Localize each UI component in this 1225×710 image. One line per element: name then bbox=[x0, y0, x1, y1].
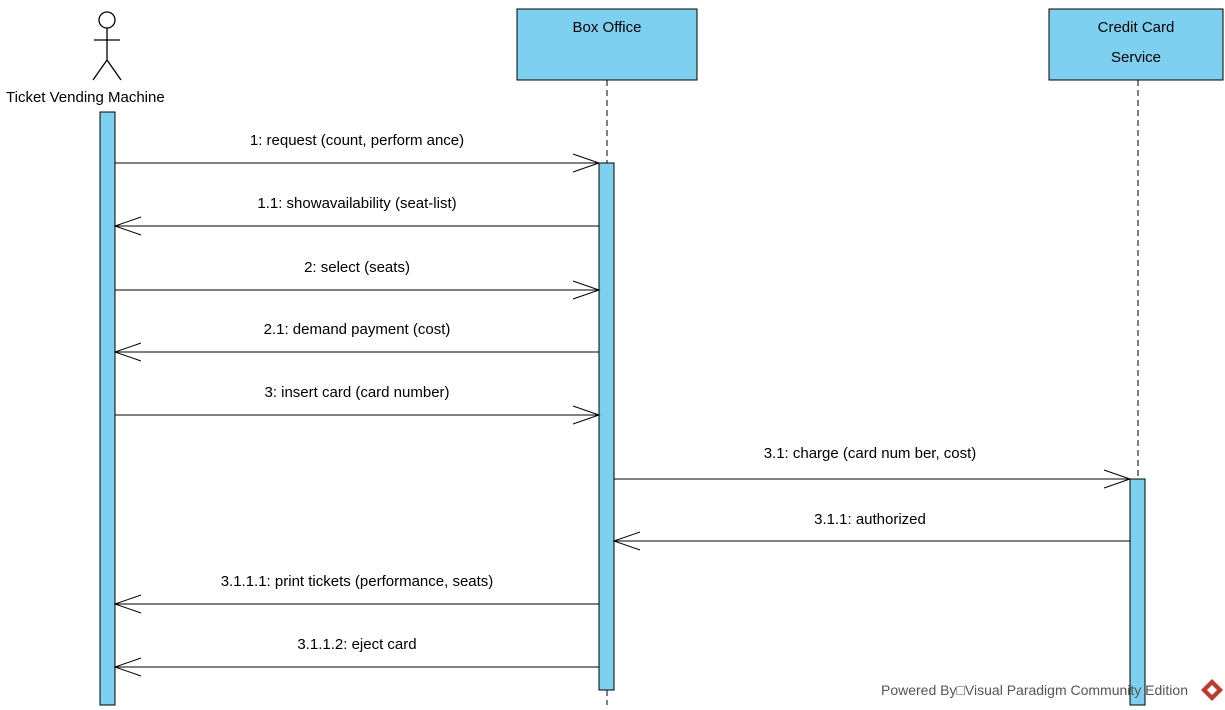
activation-bar-actor bbox=[99, 111, 116, 706]
message-3-1-1-2-eject-card[interactable]: 3.1.1.2: eject card bbox=[113, 636, 599, 677]
message-label: 3.1.1: authorized bbox=[814, 511, 926, 528]
lifeline-label-credit-card-line2: Service bbox=[1111, 49, 1161, 66]
lifeline-head-box-office bbox=[516, 8, 698, 81]
lifeline-label-box-office: Box Office bbox=[573, 19, 642, 36]
message-label: 3: insert card (card number) bbox=[264, 384, 449, 401]
lifeline-label-credit-card-line1: Credit Card bbox=[1098, 19, 1175, 36]
arrowhead-icon bbox=[612, 531, 641, 551]
message-1-request[interactable]: 1: request (count, perform ance) bbox=[115, 132, 601, 173]
message-label: 1: request (count, perform ance) bbox=[250, 132, 464, 149]
actor-label: Ticket Vending Machine bbox=[6, 89, 165, 106]
message-label: 3.1.1.1: print tickets (performance, sea… bbox=[221, 573, 494, 590]
arrowhead-icon bbox=[113, 216, 142, 236]
message-3-1-1-1-print-tickets[interactable]: 3.1.1.1: print tickets (performance, sea… bbox=[113, 573, 599, 614]
message-1-1-showavailability[interactable]: 1.1: showavailability (seat-list) bbox=[113, 195, 599, 236]
activation-bar-credit-card-service bbox=[1129, 478, 1146, 706]
message-3-1-1-authorized[interactable]: 3.1.1: authorized bbox=[612, 511, 1130, 551]
lifeline-box-office[interactable]: Box Office bbox=[516, 8, 698, 705]
message-label: 3.1: charge (card num ber, cost) bbox=[764, 445, 977, 462]
arrowhead-icon bbox=[572, 153, 601, 173]
arrowhead-icon bbox=[572, 280, 601, 300]
message-label: 2: select (seats) bbox=[304, 259, 410, 276]
message-label: 2.1: demand payment (cost) bbox=[264, 321, 451, 338]
message-label: 3.1.1.2: eject card bbox=[297, 636, 416, 653]
arrowhead-icon bbox=[113, 594, 142, 614]
actor-ticket-vending-machine[interactable]: Ticket Vending Machine bbox=[6, 11, 165, 106]
arrowhead-icon bbox=[113, 657, 142, 677]
message-3-1-charge[interactable]: 3.1: charge (card num ber, cost) bbox=[614, 445, 1132, 489]
message-2-1-demand-payment[interactable]: 2.1: demand payment (cost) bbox=[113, 321, 599, 362]
activation-bar-box-office bbox=[598, 162, 615, 691]
lifeline-credit-card-service[interactable]: Credit Card Service bbox=[1048, 8, 1224, 706]
arrowhead-icon bbox=[1103, 469, 1132, 489]
message-label: 1.1: showavailability (seat-list) bbox=[257, 195, 456, 212]
visual-paradigm-logo-icon bbox=[1201, 679, 1223, 701]
footer-powered-by-text: Powered By□Visual Paradigm Community Edi… bbox=[881, 682, 1188, 698]
arrowhead-icon bbox=[113, 342, 142, 362]
footer-watermark: Powered By□Visual Paradigm Community Edi… bbox=[881, 679, 1223, 701]
message-3-insert-card[interactable]: 3: insert card (card number) bbox=[115, 384, 601, 425]
lifeline-head-credit-card-service bbox=[1048, 8, 1224, 81]
actor-stick-figure-icon bbox=[92, 11, 122, 81]
arrowhead-icon bbox=[572, 405, 601, 425]
message-2-select[interactable]: 2: select (seats) bbox=[115, 259, 601, 300]
